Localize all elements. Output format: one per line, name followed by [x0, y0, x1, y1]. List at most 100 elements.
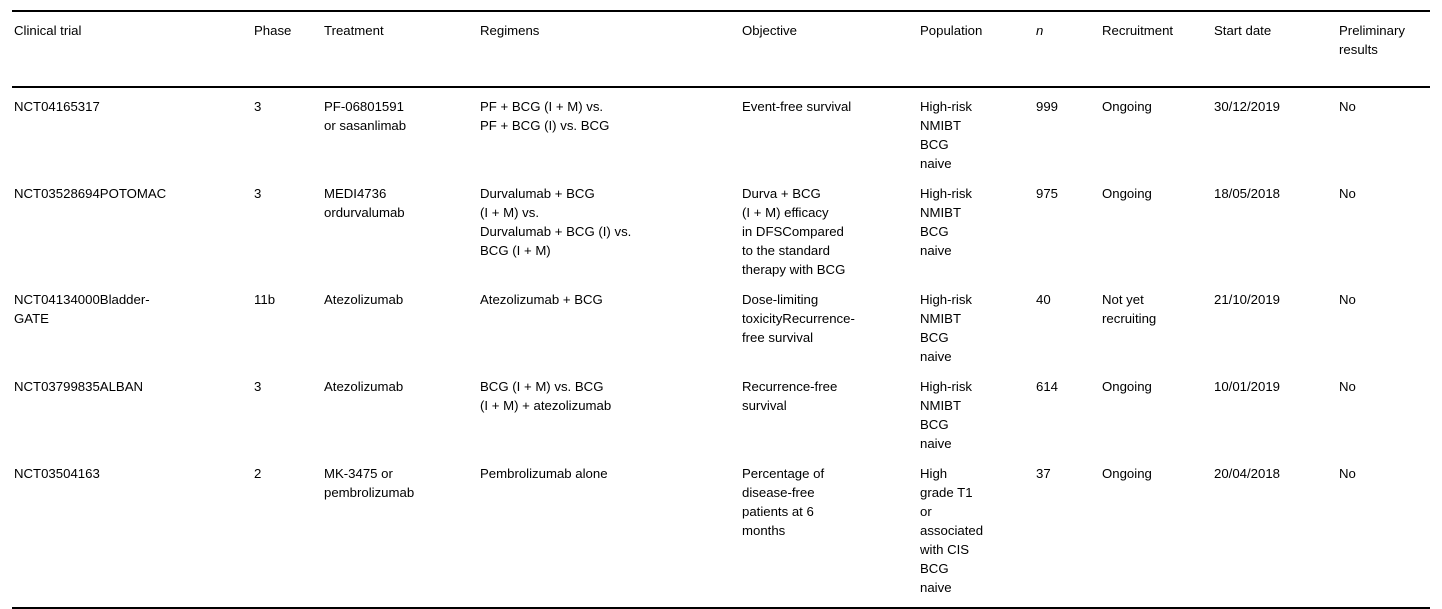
cell-line: High-risk — [920, 99, 973, 114]
cell-line: survival — [742, 398, 787, 413]
cell-line: or — [920, 504, 932, 519]
cell-start_date: 10/01/2019 — [1214, 379, 1281, 394]
cell-line: High-risk — [920, 186, 973, 201]
cell-objective: Event-free survival — [740, 87, 918, 175]
cell-line: NMIBT — [920, 311, 962, 326]
cell-line: Percentage of — [742, 466, 825, 481]
cell-treatment: Atezolizumab — [322, 368, 478, 455]
cell-line: High-risk — [920, 379, 973, 394]
cell-line: naive — [920, 243, 952, 258]
cell-line: NMIBT — [920, 398, 962, 413]
cell-regimens: Pembrolizumab alone — [478, 455, 740, 609]
column-header-preliminary-results: Preliminary results — [1337, 10, 1430, 88]
cell-line: BCG — [920, 561, 949, 576]
cell-line: Durva + BCG — [742, 186, 821, 201]
cell-line: recruiting — [1102, 311, 1157, 326]
cell-objective: Dose-limiting toxicityRecurrence-free sur… — [740, 281, 918, 368]
cell-line: BCG (I + M) vs. BCG — [480, 379, 604, 394]
cell-line: disease-free — [742, 485, 815, 500]
cell-regimens: Durvalumab + BCG (I + M) vs. Durvalumab + … — [478, 175, 740, 281]
cell-line: PF-06801591 — [324, 99, 404, 114]
cell-phase: 2 — [252, 455, 322, 609]
cell-line: Durvalumab + BCG — [480, 186, 595, 201]
cell-line: NCT04134000Bladder- — [14, 292, 150, 307]
cell-recruitment: Ongoing — [1100, 175, 1212, 281]
cell-recruitment: Ongoing — [1100, 368, 1212, 455]
cell-line: NMIBT — [920, 118, 962, 133]
cell-start_date: 18/05/2018 — [1214, 186, 1281, 201]
cell-line: Dose-limiting — [742, 292, 819, 307]
cell-line: NCT04165317 — [14, 99, 100, 114]
cell-line: Pembrolizumab alone — [480, 466, 608, 481]
cell-line: Atezolizumab + BCG — [480, 292, 603, 307]
cell-line: Event-free survival — [742, 99, 852, 114]
cell-line: to the standard — [742, 243, 830, 258]
cell-line: free survival — [742, 330, 814, 345]
cell-clinical_trial: NCT03504163 — [12, 455, 252, 609]
cell-clinical_trial: NCT03528694POTOMAC — [12, 175, 252, 281]
table-row: NCT04165317 3 PF-06801591 or sasanlimab PF +… — [12, 87, 1430, 175]
cell-regimens: BCG (I + M) vs. BCG(I + M) + atezolizuma… — [478, 368, 740, 455]
cell-line: BCG — [920, 137, 949, 152]
cell-n: 37 — [1034, 455, 1100, 609]
cell-start_date: 20/04/2018 — [1212, 455, 1337, 609]
cell-recruitment: Ongoing — [1100, 87, 1212, 175]
cell-line: PF + BCG (I + M) vs. — [480, 99, 604, 114]
column-header-start-date: Start date — [1212, 10, 1337, 88]
cell-line: Ongoing — [1102, 186, 1152, 201]
cell-line: BCG — [920, 417, 949, 432]
cell-line: (I + M) vs. — [480, 205, 539, 220]
column-header-objective: Objective — [740, 10, 918, 88]
cell-line: Ongoing — [1102, 99, 1152, 114]
column-header-n: n — [1034, 10, 1100, 88]
cell-n: 999 — [1036, 99, 1059, 114]
cell-preliminary_results: No — [1337, 455, 1430, 609]
cell-preliminary_results: No — [1339, 186, 1356, 201]
column-header-recruitment: Recruitment — [1100, 10, 1212, 88]
cell-line: PF + BCG (I) vs. BCG — [480, 118, 610, 133]
cell-phase: 3 — [254, 99, 262, 114]
column-header-clinical-trial: Clinical trial — [12, 10, 252, 88]
cell-treatment: Atezolizumab — [322, 281, 478, 368]
cell-line: (I + M) efficacy — [742, 205, 829, 220]
cell-line: associated — [920, 523, 984, 538]
cell-line: pembrolizumab — [324, 485, 415, 500]
cell-treatment: PF-06801591 or sasanlimab — [322, 87, 478, 175]
cell-line: BCG — [920, 330, 949, 345]
cell-line: Recurrence-free — [742, 379, 838, 394]
table-header: Clinical trial Phase Treatment Regimens … — [12, 10, 1430, 88]
cell-line: Durvalumab + BCG (I) vs. — [480, 224, 632, 239]
cell-start_date: 30/12/2019 — [1214, 99, 1281, 114]
cell-line: toxicityRecurrence- — [742, 311, 855, 326]
cell-line: or sasanlimab — [324, 118, 407, 133]
cell-line: patients at 6 — [742, 504, 814, 519]
cell-line: naive — [920, 349, 952, 364]
cell-phase: 3 — [254, 379, 262, 394]
cell-line: naive — [920, 436, 952, 451]
cell-preliminary_results: No — [1339, 99, 1356, 114]
cell-clinical_trial: NCT04134000Bladder- GATE — [12, 281, 252, 368]
cell-objective: Recurrence-free survival — [740, 368, 918, 455]
cell-line: NCT03504163 — [14, 466, 100, 481]
cell-line: Ongoing — [1102, 466, 1152, 481]
header-row: Clinical trial Phase Treatment Regimens … — [12, 10, 1430, 88]
cell-recruitment: Ongoing — [1100, 455, 1212, 609]
cell-start_date: 21/10/2019 — [1214, 292, 1281, 307]
clinical-trials-table: Clinical trial Phase Treatment Regimens … — [12, 10, 1430, 609]
cell-n: 614 — [1036, 379, 1059, 394]
cell-line: naive — [920, 156, 952, 171]
cell-line: GATE — [14, 311, 49, 326]
cell-line: Atezolizumab — [324, 292, 404, 307]
